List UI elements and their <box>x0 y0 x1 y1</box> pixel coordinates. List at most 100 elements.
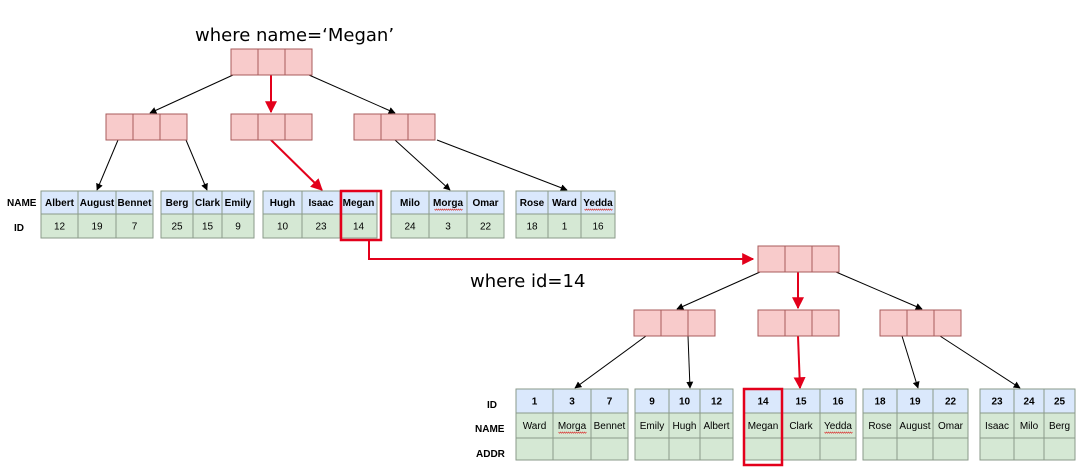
row-label-id: ID <box>14 223 24 234</box>
leaf-cell-text: Omar <box>472 198 498 209</box>
tree-edge <box>308 74 396 114</box>
leaf-cell-text: Rose <box>520 198 545 209</box>
node-key-slot <box>132 113 161 141</box>
leaf-cell-text: 10 <box>679 397 691 408</box>
node-key-slot <box>933 309 962 337</box>
node-key-slot <box>230 113 259 141</box>
node-key-slot <box>633 309 662 337</box>
leaf-cell <box>547 213 582 239</box>
index-inner-node-1 <box>105 113 188 141</box>
leaf-cell-text: 3 <box>445 222 451 233</box>
tree-edge <box>394 139 451 191</box>
leaf-cell-text: Yedda <box>824 421 852 432</box>
node-key-slot <box>784 245 813 273</box>
leaf-cell <box>77 213 117 239</box>
node-key-slot <box>284 48 313 76</box>
leaf-cell <box>428 213 468 239</box>
leaf-cell <box>668 437 701 461</box>
leaf-cell-text: 22 <box>480 222 492 233</box>
row-label-id-2: ID <box>487 400 497 411</box>
leaf-cell <box>781 388 821 414</box>
leaf-cell-text: Megan <box>748 421 779 432</box>
primary-inner-node-1 <box>633 309 716 337</box>
leaf-cell <box>515 412 554 439</box>
leaf-cell-text: Albert <box>45 198 75 209</box>
leaf-cell-text: Isaac <box>985 421 1009 432</box>
highlight-megan-index <box>339 189 383 242</box>
leaf-cell-text: Bennet <box>118 198 153 209</box>
leaf-cell-text: 25 <box>171 222 183 233</box>
leaf-cell-text: Morga <box>558 421 587 432</box>
leaf-cell-text: Ward <box>552 198 577 209</box>
leaf-cell <box>115 213 154 239</box>
leaf-cell <box>552 437 592 461</box>
node-key-slot <box>879 309 908 337</box>
leaf-cell-text: August <box>899 421 930 432</box>
leaf-cell-text: 23 <box>315 222 327 233</box>
leaf-cell <box>979 388 1015 414</box>
leaf-cell <box>668 412 701 439</box>
leaf-cell <box>932 412 969 439</box>
leaf-cell <box>699 388 734 414</box>
node-key-slot <box>687 309 716 337</box>
spellcheck-underline <box>434 208 463 211</box>
leaf-cell-text: 3 <box>569 397 575 408</box>
leaf-cell <box>932 437 969 461</box>
leaf-cell <box>819 412 857 439</box>
leaf-cell-text: Berg <box>166 198 189 209</box>
leaf-cell <box>743 437 783 461</box>
row-label-name-2: NAME <box>475 424 505 435</box>
leaf-cell <box>590 412 629 439</box>
leaf-cell <box>590 437 629 461</box>
node-key-slot <box>757 309 786 337</box>
tree-edge <box>686 335 694 389</box>
leaf-cell-text: 18 <box>526 222 538 233</box>
tree-edge <box>185 139 208 191</box>
leaf-cell-text: 18 <box>874 397 886 408</box>
node-key-slot <box>407 113 436 141</box>
leaf-cell <box>515 388 554 414</box>
leaf-cell-text: 14 <box>353 222 365 233</box>
leaf-cell-text: Milo <box>400 198 420 209</box>
leaf-cell-text: 19 <box>909 397 921 408</box>
leaf-cell-text: Bennet <box>594 421 626 432</box>
leaf-cell-text: Emily <box>640 421 664 432</box>
node-key-slot <box>757 245 786 273</box>
leaf-cell-text: August <box>80 198 115 209</box>
leaf-cell-text: Isaac <box>308 198 333 209</box>
tree-edge <box>835 271 923 310</box>
node-key-slot <box>811 245 840 273</box>
leaf-cell-text: Yedda <box>583 198 613 209</box>
node-key-slot <box>257 113 286 141</box>
spellcheck-underline <box>584 208 613 211</box>
node-key-slot <box>784 309 813 337</box>
query-title-name: where name=‘Megan’ <box>195 25 394 46</box>
leaf-cell <box>1013 412 1045 439</box>
node-key-slot <box>284 113 313 141</box>
leaf-cell-text: Clark <box>195 198 220 209</box>
node-key-slot <box>660 309 689 337</box>
leaf-cell-text: Clark <box>789 421 813 432</box>
primary-inner-node-3 <box>879 309 962 337</box>
leaf-cell-text: Berg <box>1049 421 1070 432</box>
leaf-cell-text: Rose <box>868 421 892 432</box>
leaf-cell-text: 24 <box>404 222 416 233</box>
leaf-cell-text: 12 <box>711 397 723 408</box>
leaf-cell-text: Ward <box>523 421 547 432</box>
leaf-cell-text: 7 <box>607 397 613 408</box>
leaf-cell-text: Albert <box>703 421 729 432</box>
spellcheck-underline <box>558 431 587 434</box>
leaf-cell <box>262 213 303 239</box>
leaf-cell-text: 9 <box>649 397 655 408</box>
leaf-cell-text: 1 <box>562 222 568 233</box>
highlight-boxes <box>339 189 784 467</box>
tree-edge <box>149 74 234 114</box>
leaf-cell <box>896 437 934 461</box>
